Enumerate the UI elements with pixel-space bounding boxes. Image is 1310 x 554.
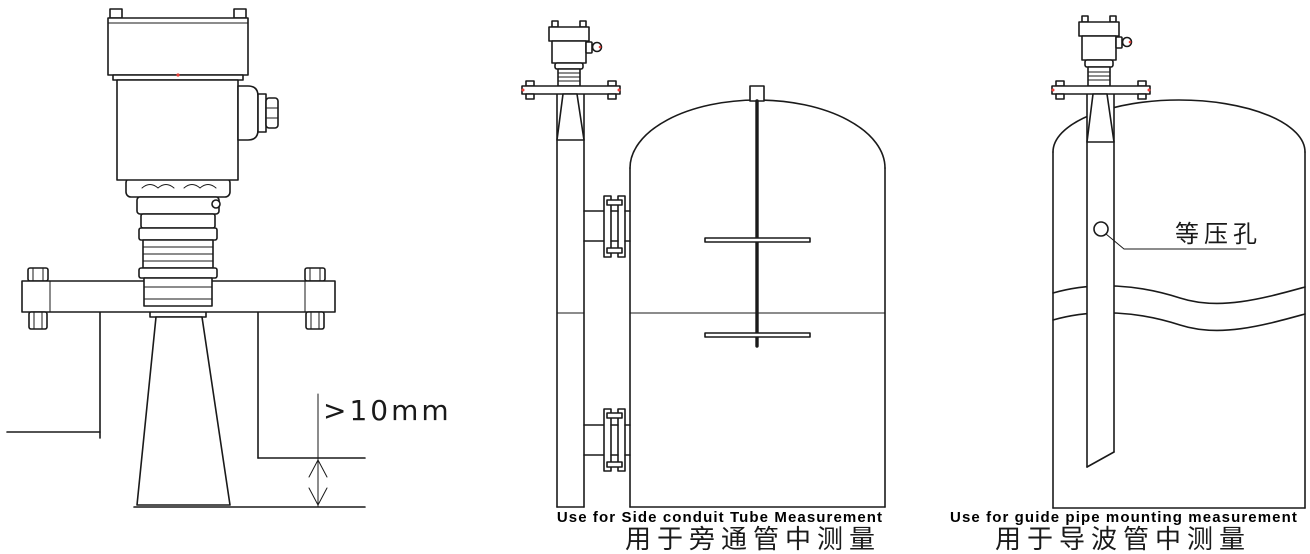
set-screw [211,199,221,209]
flange-mark [617,88,621,92]
horn-antenna [136,316,231,506]
bolt-nut-bottom-left [28,311,48,330]
gland-mark [1128,40,1132,44]
neck-ring-upper [125,177,231,198]
guide-pipe: 等压孔 [1086,93,1262,468]
guide-pipe-caption-zh: 用于导波管中测量 [995,525,1251,554]
seal-mark [176,73,180,77]
connection-band [138,227,218,241]
neck-ring-detail [141,184,217,189]
horn-antenna [1086,93,1115,143]
flange-bolt [607,93,617,100]
branch-bolt [606,461,623,468]
housing-cover [548,26,590,42]
bolt-nut-top-right [304,267,326,282]
cable-gland-boss [585,41,593,54]
pressure-equalizing-hole [1093,221,1109,237]
cable-gland-collar [257,93,267,133]
cover-tab-right [1109,15,1117,23]
agitator-nozzle [749,85,765,102]
mounting-flange [521,85,621,95]
cover-tab-left [551,20,559,28]
cable-gland-boss [1115,36,1123,49]
side-conduit-caption-zh: 用于旁通管中测量 [625,525,881,554]
guide-pipe-diagram: 等压孔 Use for guide pipe mounting measure [950,15,1306,554]
side-conduit-diagram: Use for Side conduit Tube Measurement 用于… [521,20,886,554]
housing-cover [1078,21,1120,37]
branch-bolt [606,199,623,206]
hole-label: 等压孔 [1175,220,1262,248]
guide-pipe-bevel-end [1086,451,1115,468]
neck-ring [554,62,584,70]
hole-leader-line [1105,233,1247,250]
agitator-blade-lower [704,332,811,338]
tank-dome [1052,99,1306,153]
cover-tab-right [579,20,587,28]
flange-bolt [1137,93,1147,100]
transmitter-neck [125,177,231,307]
flange-mark [1147,88,1151,92]
cable-gland-nut [265,97,279,129]
neck-ring-lower [136,196,220,215]
housing-body [116,79,239,181]
branch-flange-right [617,195,626,258]
branch-bolt [606,412,623,419]
cable-gland-nut [591,41,603,53]
lower-branch-connection [583,408,631,472]
guide-pipe-caption-en: Use for guide pipe mounting measurement [950,509,1298,526]
bypass-pipe [556,93,585,508]
cover-tab-right [233,8,247,19]
housing-cover [107,17,249,76]
agitator-blade-upper [704,237,811,243]
guide-pipe-tank [1052,99,1306,509]
guide-pipe-radar-transmitter [1051,15,1151,143]
flange-mark [521,88,525,92]
housing-body [1081,35,1117,61]
horn-antenna-assembly [136,304,231,506]
branch-flange-left [603,195,612,258]
cover-tab-left [109,8,123,19]
direct-mount-diagram: >10mm [6,8,452,508]
vessel-nozzle [6,311,366,508]
housing-body [551,40,587,64]
cable-gland-nut [1121,36,1133,48]
cable-gland-boss [237,85,259,141]
branch-bolt [606,247,623,254]
dimension-arrow-down [308,487,328,506]
cover-tab-left [1081,15,1089,23]
upper-branch-connection [583,195,631,258]
clearance-dimension: >10mm [308,393,452,508]
horn-antenna [556,93,585,141]
connection-band [138,267,218,279]
side-conduit-caption-en: Use for Side conduit Tube Measurement [557,509,883,526]
bolt-nut-bottom-right [305,311,325,330]
flange-mark [1051,88,1055,92]
clearance-label: >10mm [323,394,452,427]
flange-bolt [525,93,535,100]
guide-pipe-interior [1087,94,1114,467]
transmitter-housing [107,8,279,181]
bypass-radar-transmitter [521,20,621,141]
neck-ring [1084,59,1114,68]
mounting-flange [1051,85,1151,95]
branch-flange-right [617,408,626,472]
gland-mark [598,45,602,49]
process-tank [629,85,886,508]
dimension-arrow-up [308,459,328,478]
branch-flange-left [603,408,612,472]
connection-stem [143,277,213,307]
connection-band [140,213,216,229]
flange-bolt [1055,93,1065,100]
bolt-nut-top-left [27,267,49,282]
